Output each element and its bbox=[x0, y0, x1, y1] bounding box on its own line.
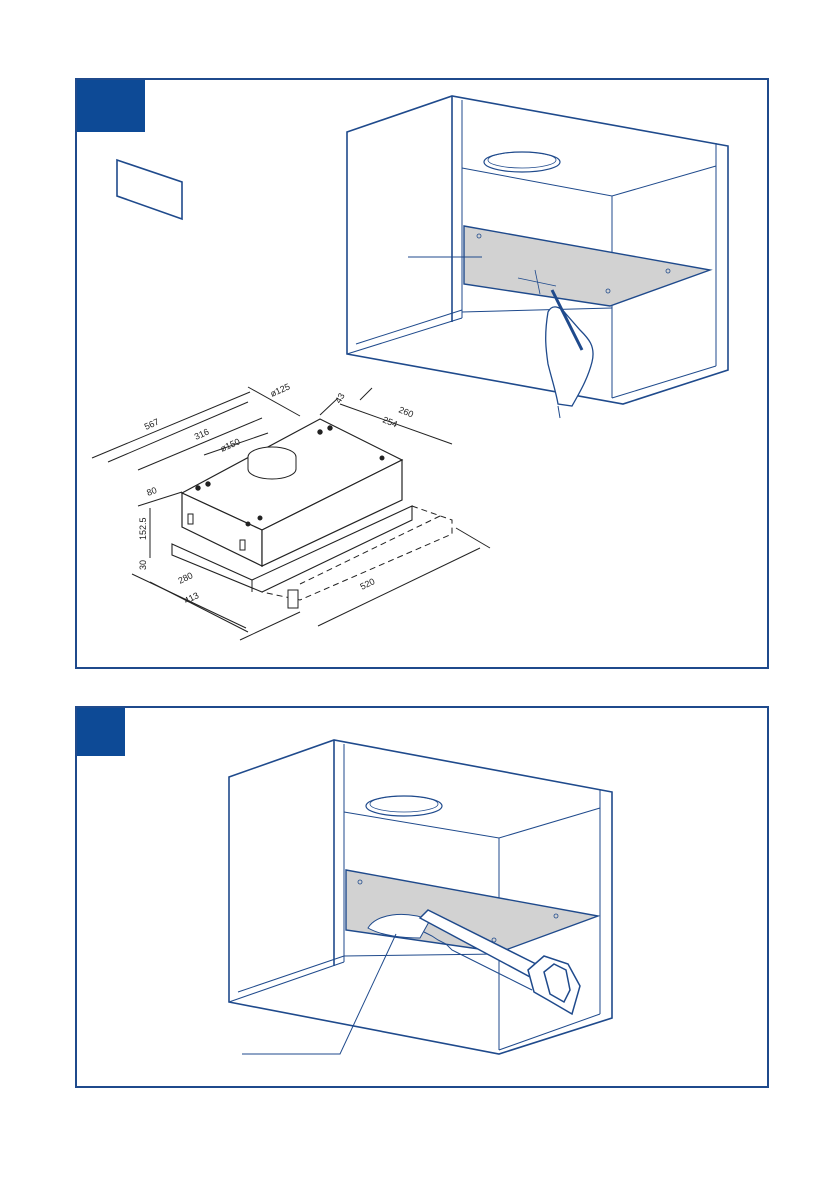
dim-520: 520 bbox=[358, 576, 376, 592]
dim-413: 413 bbox=[182, 590, 200, 606]
dim-254: 254 bbox=[381, 415, 399, 430]
dim-260: 260 bbox=[397, 405, 415, 420]
dim-567: 567 bbox=[143, 417, 161, 432]
dim-125: ø125 bbox=[269, 381, 292, 398]
dim-43: 43 bbox=[333, 391, 347, 405]
dim-80: 80 bbox=[145, 485, 158, 498]
dim-152-5: 152.5 bbox=[138, 517, 148, 540]
dim-30: 30 bbox=[138, 560, 148, 570]
dim-316: 316 bbox=[193, 427, 211, 442]
dim-150: ø150 bbox=[219, 436, 242, 453]
template-sheet-icon bbox=[117, 160, 182, 219]
dim-280: 280 bbox=[176, 570, 194, 586]
